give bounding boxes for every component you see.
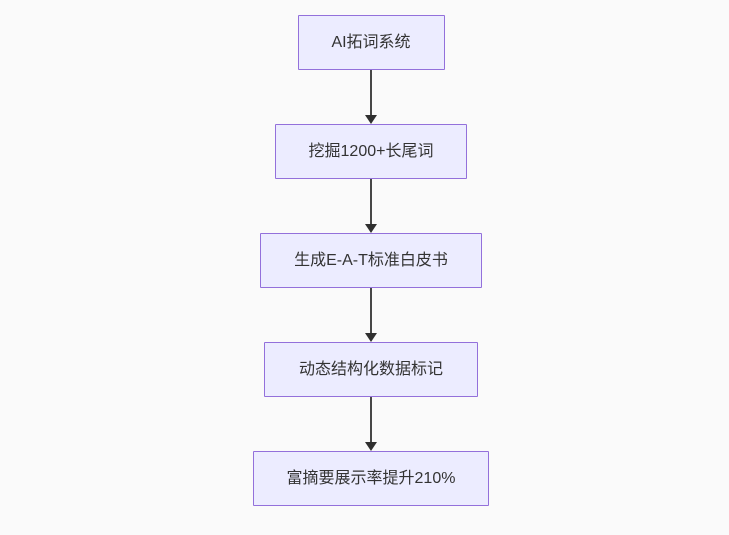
- flowchart-node-step-1: AI拓词系统: [297, 15, 445, 70]
- flowchart-node-step-2: 挖掘1200+长尾词: [275, 124, 467, 179]
- edge-line: [370, 70, 372, 116]
- edge-line: [370, 179, 372, 225]
- arrowhead-down-icon: [365, 224, 377, 233]
- flowchart-node-step-3: 生成E-A-T标准白皮书: [260, 233, 482, 288]
- node-label: 挖掘1200+长尾词: [308, 142, 434, 160]
- node-label: 富摘要展示率提升210%: [286, 469, 456, 487]
- flowchart: AI拓词系统 挖掘1200+长尾词 生成E-A-T标准白皮书 动态结构化数据标记…: [253, 15, 489, 506]
- edge-line: [370, 397, 372, 443]
- flow-arrow-4: [365, 397, 377, 451]
- flowchart-node-step-5: 富摘要展示率提升210%: [253, 451, 489, 506]
- flow-arrow-3: [365, 288, 377, 342]
- node-label: 动态结构化数据标记: [298, 360, 443, 378]
- arrowhead-down-icon: [365, 333, 377, 342]
- arrowhead-down-icon: [365, 115, 377, 124]
- flow-arrow-2: [365, 179, 377, 233]
- node-label: 生成E-A-T标准白皮书: [294, 251, 448, 269]
- arrowhead-down-icon: [365, 442, 377, 451]
- flowchart-node-step-4: 动态结构化数据标记: [264, 342, 478, 397]
- edge-line: [370, 288, 372, 334]
- flow-arrow-1: [365, 70, 377, 124]
- node-label: AI拓词系统: [331, 33, 411, 51]
